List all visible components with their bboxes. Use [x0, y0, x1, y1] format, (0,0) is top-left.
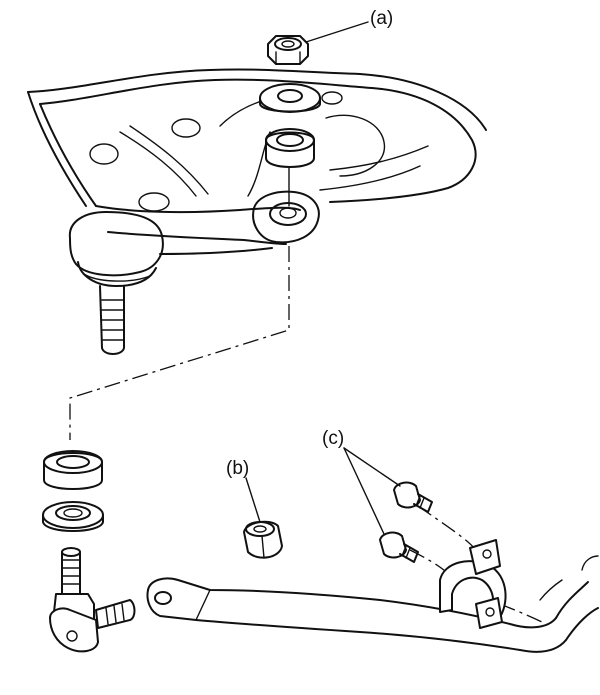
stabilizer-bar — [146, 555, 599, 653]
upper-hardware-stack — [259, 35, 321, 207]
lower-washer — [42, 501, 104, 532]
nut-a — [267, 35, 309, 65]
stabilizer-bracket — [439, 539, 507, 629]
upper-washer — [259, 83, 321, 113]
callout-label-b: (b) — [226, 458, 249, 479]
nut-b — [243, 520, 283, 559]
callout-label-a: (a) — [370, 8, 393, 29]
bracket-bolt-upper — [393, 481, 433, 513]
control-arm — [27, 68, 487, 255]
lower-bushing-1 — [43, 450, 103, 490]
lower-hardware-stack — [42, 450, 136, 653]
callout-label-c: (c) — [322, 428, 344, 449]
upper-bushing — [265, 128, 315, 168]
bracket-bolts-c — [379, 481, 433, 563]
stabilizer-link-bolt — [49, 547, 136, 653]
ball-joint — [68, 211, 164, 355]
leader-lines — [245, 21, 401, 535]
bracket-bolt-lower — [379, 531, 419, 563]
